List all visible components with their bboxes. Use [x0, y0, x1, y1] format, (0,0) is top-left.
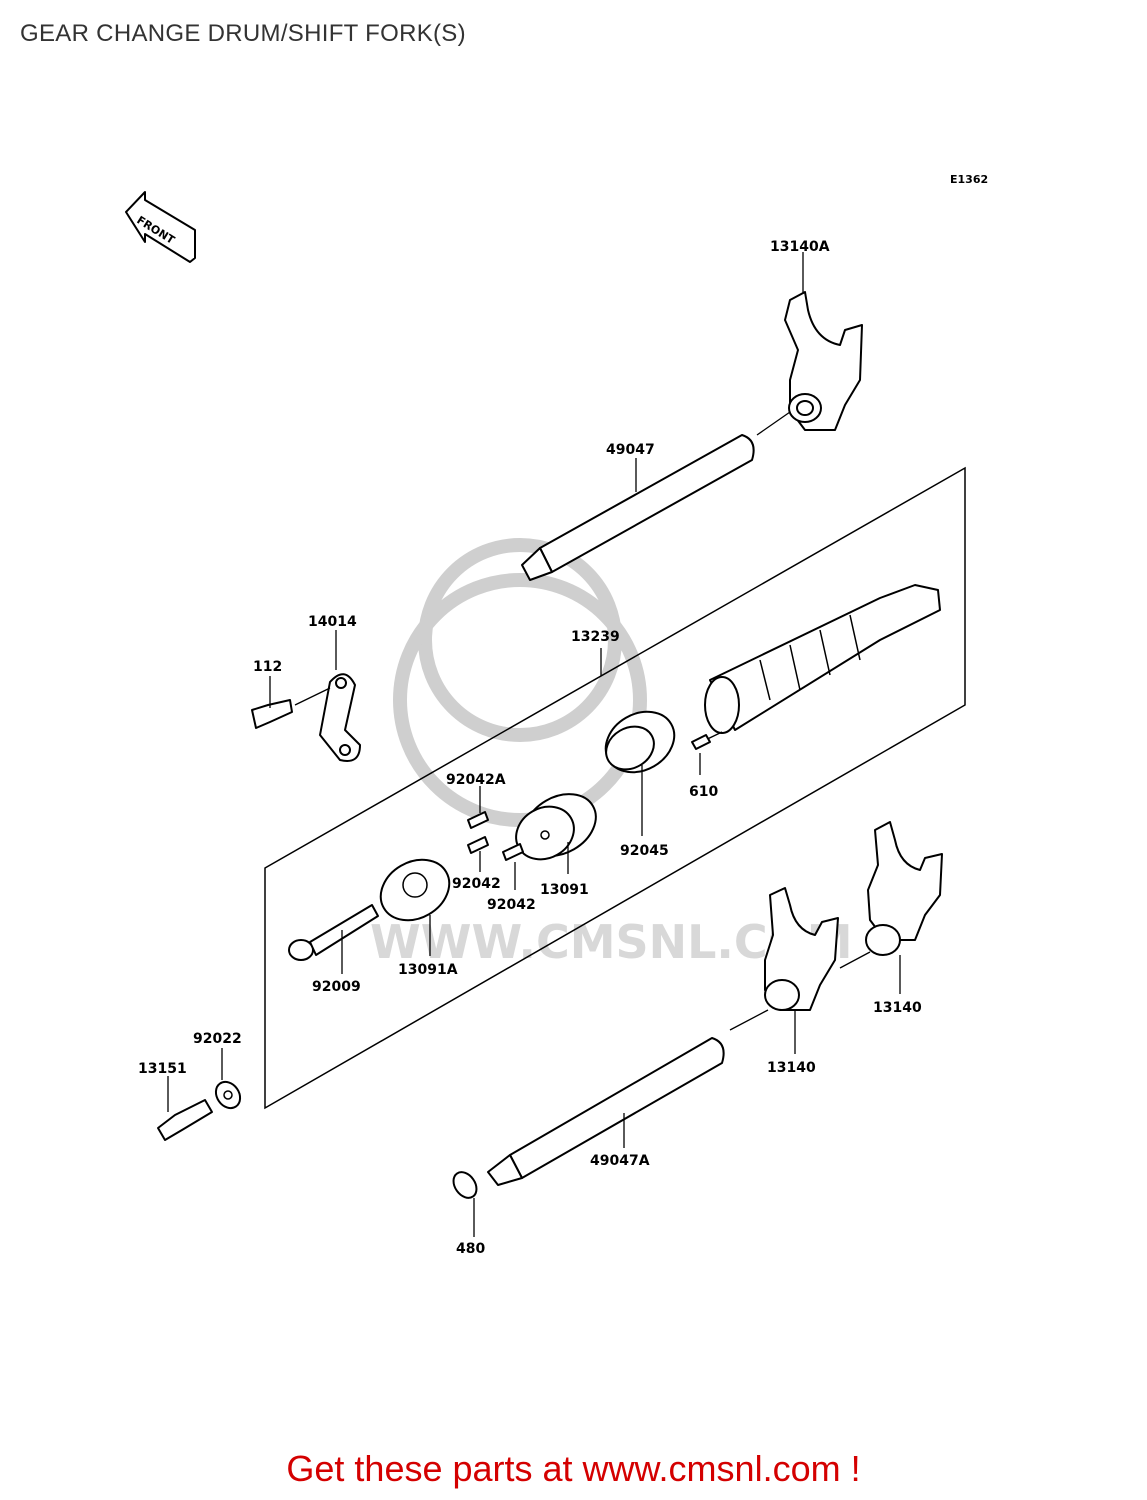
part-label: 13091A [398, 962, 458, 978]
cam-plate-13091A [379, 858, 451, 922]
part-label: 92045 [620, 843, 669, 859]
dowel-pins [467, 811, 524, 861]
screw-92009 [288, 904, 379, 961]
part-label: 92042 [487, 897, 536, 913]
shift-rod-lower [487, 951, 871, 1186]
part-label: 92042A [446, 772, 506, 788]
washer-92022 [214, 1080, 242, 1110]
diagram-code: E1362 [950, 173, 988, 186]
page-title: GEAR CHANGE DRUM/SHIFT FORK(S) [20, 20, 466, 47]
front-arrow-icon: FRONT [125, 191, 196, 263]
assembly-boundary [264, 466, 966, 1110]
shift-fork-lower-1 [764, 887, 839, 1011]
part-label: 92042 [452, 876, 501, 892]
part-label: 610 [689, 784, 718, 800]
cam-13091 [515, 793, 597, 861]
neutral-switch-13151 [157, 1099, 213, 1141]
part-label: 112 [253, 659, 282, 675]
part-label: 49047A [590, 1153, 650, 1169]
shift-fork-upper [784, 291, 863, 431]
leader-lines [167, 252, 901, 1237]
part-label: 13140 [873, 1000, 922, 1016]
stopper-plate [319, 673, 361, 762]
part-label: 13140A [770, 239, 830, 255]
pin-610 [691, 734, 711, 750]
part-label: 14014 [308, 614, 357, 630]
bearing-92045 [604, 710, 676, 774]
bolt-112 [251, 687, 331, 729]
part-label: 92022 [193, 1031, 242, 1047]
shift-fork-lower-2 [865, 821, 943, 956]
part-labels: 13140A 49047 14014 112 13239 92042A 9204… [138, 239, 922, 1257]
part-label: 13091 [540, 882, 589, 898]
part-label: 13239 [571, 629, 620, 645]
shift-rod-upper [521, 411, 791, 581]
part-label: 13140 [767, 1060, 816, 1076]
part-label: 49047 [606, 442, 655, 458]
shift-drum [694, 584, 941, 746]
part-label: 13151 [138, 1061, 187, 1077]
part-label: 480 [456, 1241, 485, 1257]
part-label: 92009 [312, 979, 361, 995]
circlip-480 [452, 1171, 478, 1199]
footer-link[interactable]: Get these parts at www.cmsnl.com ! [286, 1448, 861, 1489]
